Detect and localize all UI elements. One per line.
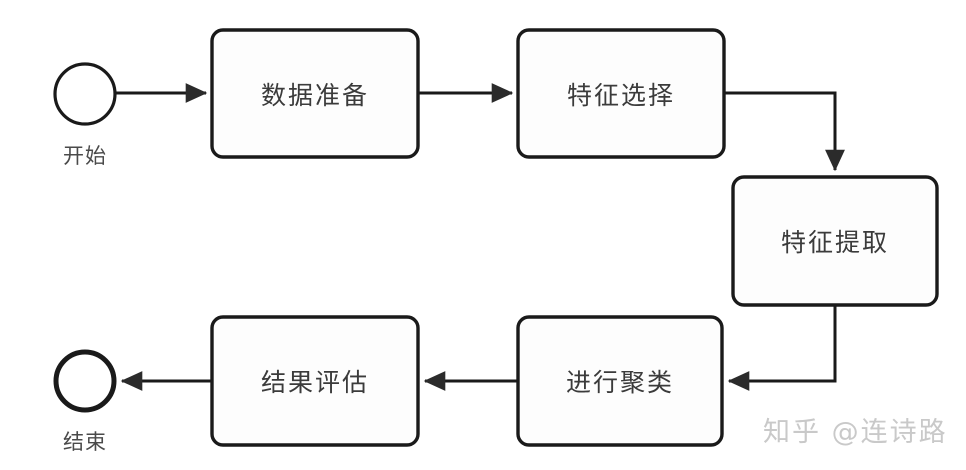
node-box-result-evaluation[interactable] [210,315,420,447]
nodes-layer [210,28,939,447]
terminal-label-start: 开始 [63,144,107,168]
terminal-label-end: 结束 [63,430,107,454]
node-box-feature-selection[interactable] [516,28,726,159]
terminals-layer [53,62,117,413]
edge-feature-extraction-to-perform-clustering [727,305,837,391]
terminal-circle-start[interactable] [53,62,117,126]
terminal-circle-end[interactable] [53,349,117,413]
edge-feature-selection-to-feature-extraction [724,91,845,172]
edges-layer [116,83,845,391]
node-box-data-preparation[interactable] [210,28,420,159]
node-box-perform-clustering[interactable] [516,315,724,447]
node-box-feature-extraction[interactable] [731,175,939,307]
watermark: 知乎 @连诗路 [763,417,948,448]
